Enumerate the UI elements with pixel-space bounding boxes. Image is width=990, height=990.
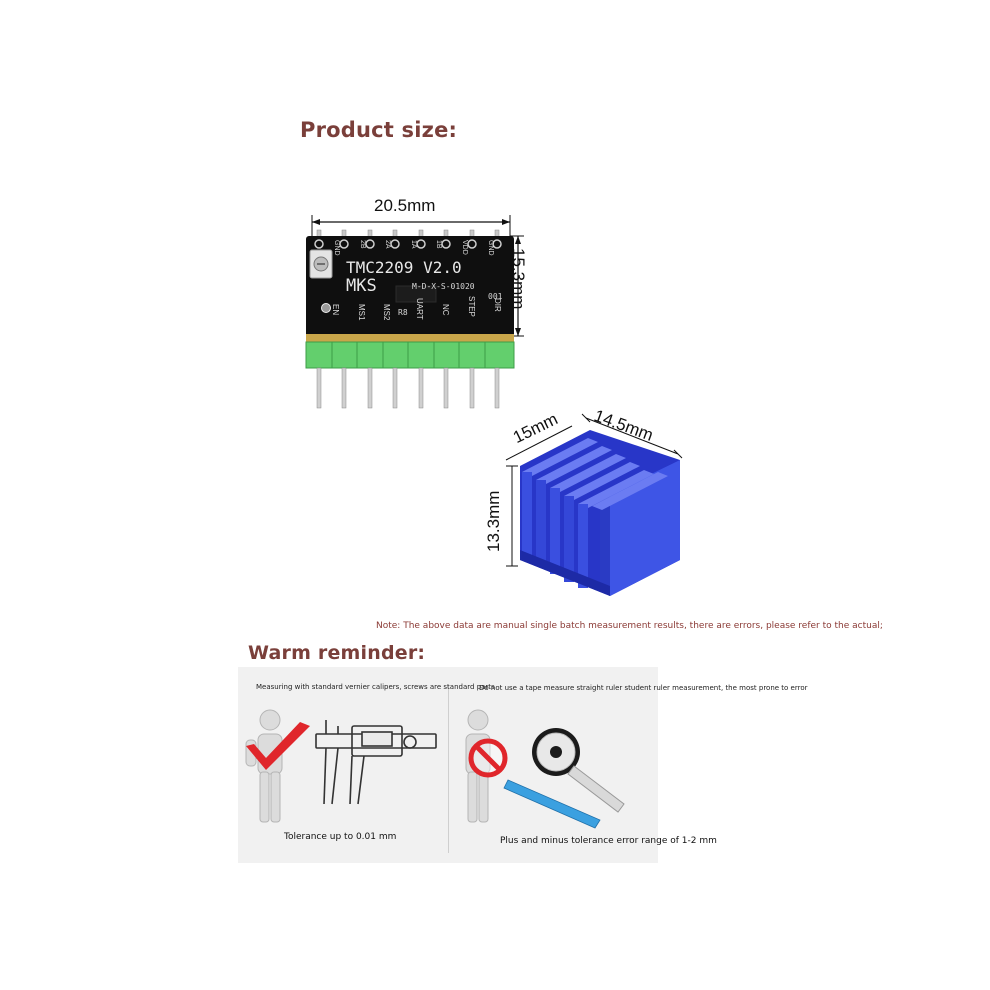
right-reminder-caption: Plus and minus tolerance error range of … — [500, 836, 717, 846]
caliper-illustration — [245, 709, 437, 823]
pin-label: MS1 — [357, 304, 366, 321]
height-dimension-line — [510, 235, 524, 337]
left-reminder-caption: Tolerance up to 0.01 mm — [284, 832, 397, 842]
board-brand-text: MKS — [346, 276, 377, 296]
right-reminder-heading: Do not use a tape measure straight ruler… — [479, 684, 808, 692]
green-pin-header — [305, 341, 515, 369]
pin-label: 2B — [359, 240, 366, 249]
pin-label: GND — [487, 240, 494, 256]
driver-board-drawing — [305, 215, 524, 409]
board-model-text: TMC2209 V2.0 — [346, 258, 462, 277]
board-width-label: 20.5mm — [374, 196, 436, 215]
bottom-pin-labels: EN MS1 MS2 UART NC STEP DIR — [326, 296, 506, 332]
tape-measure — [532, 728, 625, 813]
measurement-note: Note: The above data are manual single b… — [376, 621, 883, 631]
board-batch-text: 001 — [488, 292, 503, 301]
pin-label: 2A — [384, 240, 391, 249]
check-icon — [246, 722, 310, 770]
straight-ruler — [503, 779, 601, 829]
pin-label: UART — [415, 298, 424, 320]
pin-label: VDD — [461, 240, 468, 255]
heatsink-fins — [522, 438, 668, 588]
pin-label: NC — [441, 304, 450, 316]
pin-label: 1B — [435, 240, 442, 249]
top-pin-labels: GND 2B 2A 1A 1B VDD GND — [326, 240, 506, 258]
pin-label: MS2 — [382, 304, 391, 321]
heatsink-height-label: 13.3mm — [484, 490, 503, 552]
pin-label: 1A — [410, 240, 417, 249]
product-size-title: Product size: — [300, 118, 458, 142]
vernier-caliper — [315, 720, 437, 805]
heatsink-drawing — [505, 413, 683, 596]
pin-label: STEP — [467, 296, 476, 317]
board-serial-text: M-D-X-S-01020 — [412, 282, 475, 291]
pin-label: GND — [333, 240, 340, 256]
pin-label: EN — [331, 304, 340, 316]
driver-board-figure: 20.5mm 15.3mm TMC2209 V2.0 MKS M-D-X-S-0… — [296, 196, 556, 416]
pin-label: DIR — [493, 298, 502, 312]
person-figure-right — [465, 709, 491, 823]
board-height-label: 15.3mm — [509, 248, 528, 310]
heatsink-figure: 15mm 14.5mm 13.3mm — [470, 400, 700, 600]
width-dimension-line — [311, 215, 511, 236]
board-ref-text: R8 — [398, 308, 408, 317]
left-reminder-heading: Measuring with standard vernier calipers… — [256, 683, 495, 691]
panel-divider — [448, 685, 449, 853]
warm-reminder-title: Warm reminder: — [248, 642, 426, 664]
tape-ruler-illustration — [465, 709, 625, 829]
prohibited-icon — [468, 738, 508, 778]
heatsink-dimension-lines — [505, 413, 683, 567]
